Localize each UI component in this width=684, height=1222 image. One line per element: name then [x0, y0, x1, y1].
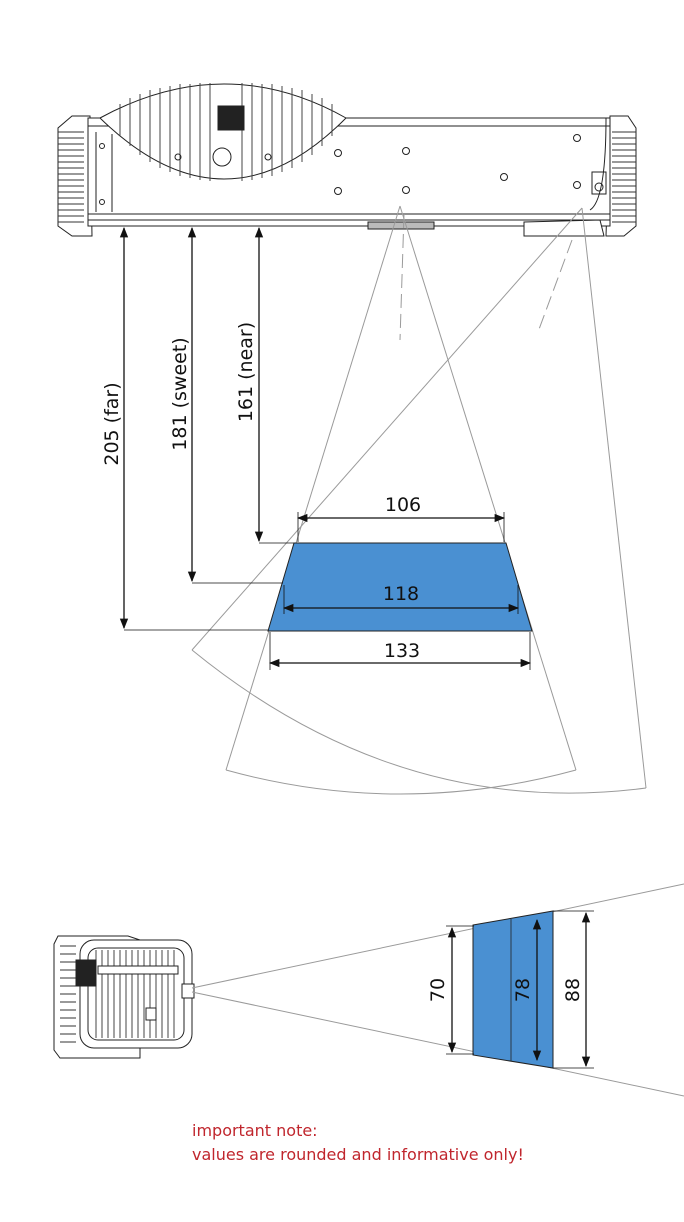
- side-fan-hub: [75, 959, 97, 987]
- side-view-rays: [191, 883, 684, 1097]
- lens-slot: [367, 221, 435, 230]
- label-height-near: 70: [427, 978, 449, 1002]
- label-width-sweet: 118: [383, 583, 419, 605]
- note-text: values are rounded and informative only!: [192, 1145, 524, 1164]
- device-side-view: [53, 935, 195, 1059]
- heatsink: [99, 83, 347, 181]
- label-height-far: 88: [562, 978, 584, 1002]
- device-top-view: [57, 83, 637, 237]
- label-width-far: 133: [384, 640, 420, 662]
- fan-hub: [217, 105, 245, 131]
- note-title: important note:: [192, 1121, 318, 1140]
- top-view-dimension-lines: [119, 226, 532, 670]
- label-height-sweet: 78: [512, 978, 534, 1002]
- side-view-dimension-lines: [446, 910, 594, 1069]
- label-distance-far: 205 (far): [101, 382, 123, 465]
- right-fins: [605, 115, 637, 237]
- top-view-rays: [191, 205, 647, 795]
- side-body: [79, 939, 193, 1049]
- label-width-near: 106: [385, 494, 421, 516]
- label-distance-sweet: 181 (sweet): [169, 337, 191, 450]
- label-distance-near: 161 (near): [235, 322, 257, 422]
- left-fins: [57, 115, 93, 237]
